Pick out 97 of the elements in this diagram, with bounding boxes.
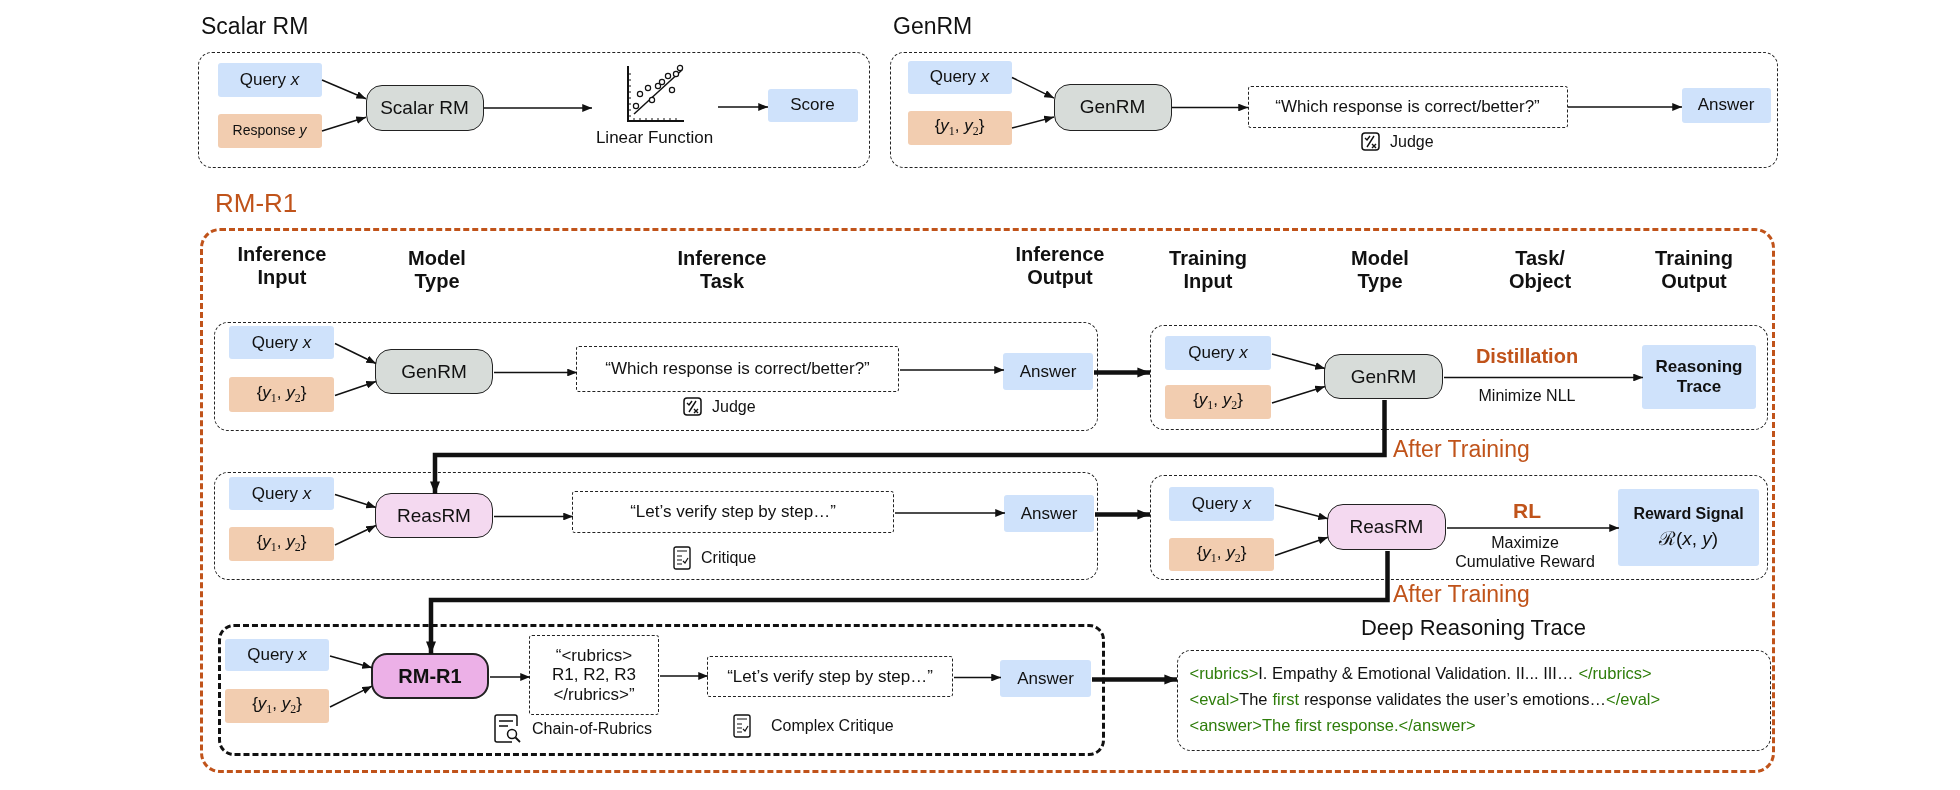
chart-caption: Linear Function bbox=[595, 127, 714, 148]
arrow bbox=[1171, 103, 1249, 112]
prompt-box: “Let’s verify step by step…” bbox=[572, 491, 894, 533]
trace-line: <rubrics>I. Empathy & Emotional Validation. II... III… </rubrics> bbox=[1189, 664, 1652, 685]
arrow bbox=[329, 685, 373, 708]
arrow bbox=[894, 509, 1006, 517]
arrow bbox=[899, 366, 1005, 374]
thick-arrow bbox=[1094, 367, 1150, 378]
arrow bbox=[1011, 115, 1055, 129]
thick-arrow bbox=[429, 400, 1387, 494]
input-box: Query x bbox=[229, 477, 334, 510]
arrow bbox=[483, 104, 593, 112]
arrow bbox=[1271, 385, 1326, 404]
output-box: Answer bbox=[1000, 660, 1091, 697]
model-box: Scalar RM bbox=[365, 84, 484, 131]
arrow bbox=[1011, 76, 1055, 99]
output-box bbox=[1618, 489, 1759, 566]
response-box: {y$_{1}$, y$_{2}$} bbox=[229, 527, 334, 561]
arrow bbox=[1271, 353, 1326, 370]
dashed-panel bbox=[1149, 474, 1768, 580]
model-box: GenRM bbox=[1053, 83, 1172, 131]
prompt-box: “Let’s verify step by step…” bbox=[707, 656, 953, 697]
arrow bbox=[334, 380, 377, 397]
prompt-box: “<rubrics> R1, R2, R3 </rubrics>” bbox=[529, 635, 659, 715]
edge-note: Maximize Cumulative Reward bbox=[1454, 533, 1596, 572]
response-box: Response y bbox=[217, 113, 322, 148]
arrow bbox=[1274, 536, 1329, 557]
arrow bbox=[1567, 103, 1683, 111]
task-caption: Chain-of-Rubrics bbox=[532, 720, 653, 738]
edge-note: Minimize NLL bbox=[1477, 386, 1577, 406]
arrow bbox=[321, 116, 367, 132]
input-box: Query x bbox=[229, 326, 334, 359]
arrow bbox=[493, 512, 574, 521]
response-box: {y$_{1}$, y$_{2}$} bbox=[229, 377, 334, 412]
model-box: GenRM bbox=[375, 349, 493, 394]
input-box: Query x bbox=[1165, 336, 1271, 370]
arrow bbox=[1274, 504, 1329, 521]
model-box: ReasRM bbox=[375, 493, 493, 538]
dashed-panel bbox=[213, 321, 1098, 431]
edge-label: After Training bbox=[1393, 437, 1530, 463]
column-header: Inference Input bbox=[236, 243, 328, 289]
box-title: Reward Signal bbox=[1633, 505, 1744, 524]
arrow bbox=[1446, 524, 1620, 532]
prompt-box: “Which response is correct/better?” bbox=[576, 346, 899, 392]
task-caption: Judge bbox=[712, 397, 756, 416]
task-caption: Critique bbox=[701, 549, 757, 567]
panel-title: Deep Reasoning Trace bbox=[1360, 614, 1587, 640]
input-box: Query x bbox=[225, 639, 329, 671]
response-box: {y$_{1}$, y$_{2}$} bbox=[907, 110, 1012, 145]
arrow bbox=[953, 673, 1002, 682]
response-box: {y$_{1}$, y$_{2}$} bbox=[1169, 538, 1274, 571]
formula: ℛ(x, y) bbox=[1658, 527, 1719, 550]
arrow bbox=[493, 368, 578, 377]
trace-line: <eval>The first response validates the user’s emotions…</eval> bbox=[1189, 690, 1661, 710]
arrow bbox=[489, 673, 531, 681]
model-box: GenRM bbox=[1324, 354, 1443, 399]
arrow bbox=[1443, 373, 1644, 382]
model-box: RM-R1 bbox=[371, 653, 489, 699]
prompt-box: “Which response is correct/better?” bbox=[1247, 85, 1568, 128]
column-header: Inference Output bbox=[1014, 243, 1106, 289]
input-box: Query x bbox=[217, 62, 322, 97]
thick-arrow bbox=[1095, 509, 1150, 520]
arrow bbox=[329, 655, 373, 669]
panel-title: Scalar RM bbox=[201, 13, 309, 40]
column-header: Model Type bbox=[407, 247, 467, 293]
response-box: {y$_{1}$, y$_{2}$} bbox=[225, 689, 329, 723]
model-box: ReasRM bbox=[1327, 504, 1446, 550]
arrow bbox=[334, 524, 377, 546]
thick-arrow bbox=[425, 551, 1390, 654]
task-caption: Complex Critique bbox=[771, 717, 894, 735]
dashed-panel bbox=[213, 471, 1098, 580]
arrow bbox=[334, 493, 377, 509]
panel-title: GenRM bbox=[893, 13, 973, 40]
input-box: Query x bbox=[907, 60, 1012, 94]
thick-arrow bbox=[1092, 674, 1177, 685]
column-header: Model Type bbox=[1350, 247, 1410, 293]
trace-line: <answer>The first response.</answer> bbox=[1189, 715, 1476, 736]
column-header: Task/ Object bbox=[1507, 247, 1573, 293]
dashed-panel bbox=[1149, 324, 1768, 430]
output-box: Reasoning Trace bbox=[1642, 345, 1756, 409]
output-box: Answer bbox=[1004, 495, 1094, 532]
arrow bbox=[717, 103, 769, 111]
task-caption: Judge bbox=[1390, 132, 1434, 151]
arrow bbox=[334, 342, 377, 365]
dashed-panel bbox=[217, 623, 1105, 756]
arrow bbox=[659, 672, 709, 680]
column-header: Inference Task bbox=[676, 247, 768, 293]
column-header: Training Output bbox=[1654, 247, 1734, 293]
input-box: Query x bbox=[1169, 487, 1274, 521]
edge-label: After Training bbox=[1393, 582, 1530, 608]
panel-title: RM-R1 bbox=[215, 189, 298, 219]
response-box: {y$_{1}$, y$_{2}$} bbox=[1165, 385, 1271, 419]
output-box: Answer bbox=[1681, 87, 1771, 123]
arrow bbox=[321, 79, 367, 100]
output-box: Score bbox=[767, 88, 858, 122]
output-box: Answer bbox=[1003, 353, 1093, 390]
column-header: Training Input bbox=[1168, 247, 1248, 293]
